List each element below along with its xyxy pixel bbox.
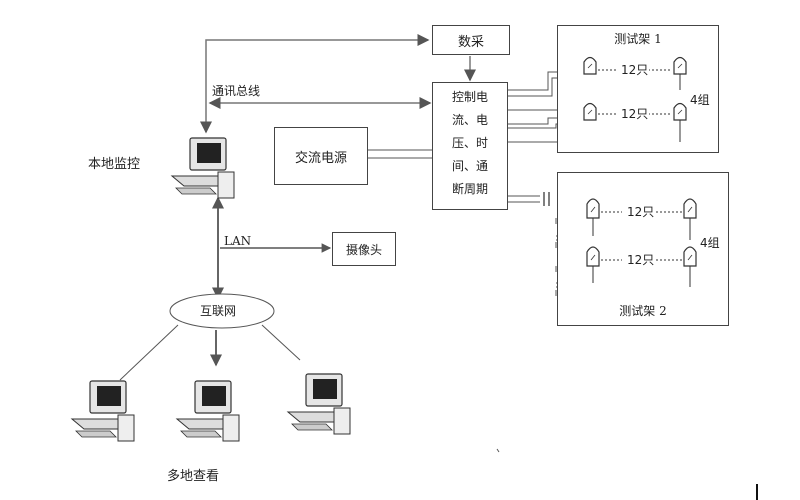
lamp-icon [673, 56, 687, 75]
internet-label: 互联网 [200, 304, 237, 318]
rack-1-row-2-count: 12只 [620, 107, 650, 121]
data-acq-label: 数采 [457, 34, 484, 50]
data-acq-box: 数采 [432, 25, 510, 55]
control-line-1: 控制电 [451, 90, 488, 104]
rack-1-group-label: 4组 [690, 93, 710, 107]
camera-box: 摄像头 [332, 232, 396, 266]
remote-pc-1-icon [70, 380, 135, 442]
remote-pc-2-icon [175, 380, 240, 442]
lamp-icon [683, 246, 697, 267]
lamp-icon [586, 246, 600, 267]
rack-1-row-1-count: 12只 [620, 63, 650, 77]
rack-2-group-label: 4组 [700, 236, 720, 250]
lamp-icon [673, 102, 687, 121]
local-monitor-label: 本地监控 [88, 157, 141, 172]
lan-label: LAN [224, 234, 252, 248]
rack-1-title: 测试架 1 [614, 32, 662, 46]
data-acq-link [200, 34, 430, 134]
comm-bus-label: 通讯总线 [212, 84, 261, 98]
control-line-4: 间、通 [451, 159, 488, 173]
camera-label: 摄像头 [345, 242, 382, 257]
control-line-3: 压、时 [451, 136, 488, 150]
ac-power-label: 交流电源 [294, 150, 347, 166]
remote-pc-3-icon [286, 373, 351, 435]
remote-view-label: 多地查看 [167, 469, 220, 484]
rack-2-row-2-count: 12只 [626, 253, 656, 267]
test-rack-1: 测试架 1 4组 [557, 25, 719, 153]
test-rack-2: 测试架 2 4组 [557, 172, 729, 326]
lamp-icon [586, 198, 600, 219]
internet-ellipse [169, 293, 275, 329]
control-line-5: 断周期 [451, 182, 488, 196]
control-box [432, 82, 508, 210]
rack-2-title: 测试架 2 [619, 304, 667, 318]
lamp-icon [583, 56, 597, 75]
local-pc-icon [170, 137, 235, 199]
lamp-icon [683, 198, 697, 219]
rack-2-row-1-count: 12只 [626, 205, 656, 219]
lamp-icon [583, 102, 597, 121]
ac-power-box: 交流电源 [274, 127, 368, 185]
control-box-text: 控制电 流、电 压、时 间、通 断周期 [434, 86, 506, 201]
control-line-2: 流、电 [451, 113, 488, 127]
